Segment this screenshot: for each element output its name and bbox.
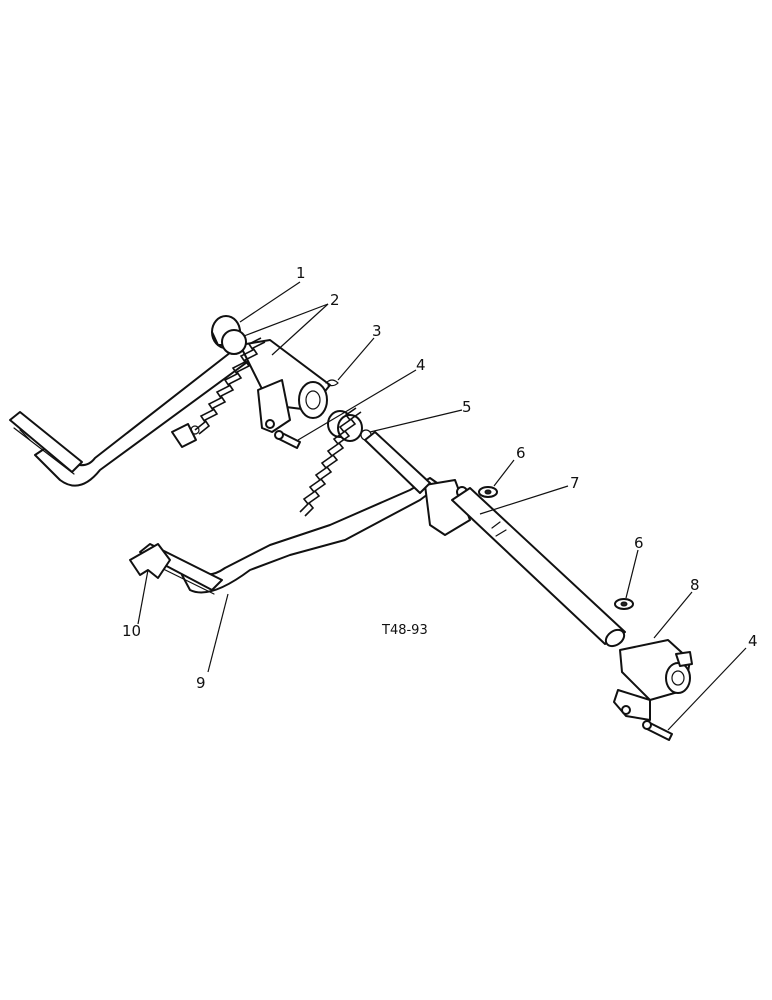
callout-3: 3 — [372, 322, 382, 340]
brake-pedal-icon — [9, 339, 331, 487]
leader-lines — [137, 281, 747, 731]
callout-4: 4 — [416, 356, 426, 374]
return-spring-icon — [190, 337, 266, 435]
clutch-pedal-icon — [139, 477, 471, 595]
callout-6-lower: 6 — [634, 534, 644, 552]
figure-code: T48-93 — [381, 623, 428, 638]
callout-4-lower: 4 — [748, 632, 758, 650]
callout-6: 6 — [516, 444, 526, 462]
callout-7: 7 — [570, 474, 580, 492]
callout-labels: 1 2 3 4 5 6 7 6 8 4 9 10 — [122, 264, 758, 692]
callout-8: 8 — [690, 576, 700, 594]
callout-9: 9 — [196, 674, 206, 692]
washer-icon — [478, 486, 498, 498]
pedal-pad-icon — [129, 543, 171, 579]
callout-10: 10 — [122, 622, 141, 640]
bushing-icon — [211, 315, 247, 355]
cross-shaft-icon — [364, 431, 626, 648]
retaining-clip-icon — [325, 379, 339, 387]
callout-2: 2 — [330, 291, 340, 309]
lever-bracket-icon — [613, 639, 693, 721]
clevis-pin-icon — [274, 430, 301, 449]
callout-1: 1 — [296, 264, 306, 282]
callout-5: 5 — [462, 398, 472, 416]
clevis-pin-icon — [642, 720, 673, 741]
washer-icon — [614, 598, 634, 610]
